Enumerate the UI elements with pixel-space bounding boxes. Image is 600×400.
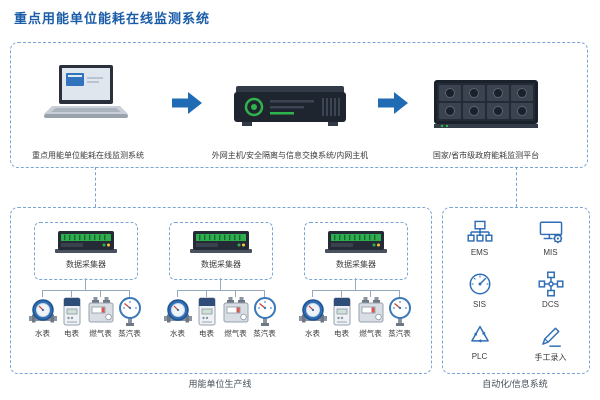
meter-label: 水表 (35, 329, 50, 338)
connector-line (42, 290, 130, 291)
manual-entry-icon (538, 323, 564, 349)
connector-line (341, 290, 342, 297)
flow-node-label-hosts: 外网主机/安全隔离与信息交换系统/内网主机 (211, 151, 369, 160)
connector-line-right (516, 167, 517, 207)
collector-box (169, 222, 273, 280)
meter-water: 水表 (28, 297, 57, 339)
steam-meter-icon (116, 297, 144, 327)
meter-label: 蒸汽表 (253, 329, 276, 338)
meter-label: 电表 (64, 329, 79, 338)
system-item-label: EMS (470, 248, 489, 257)
flow-node-label-gov-platform: 国家/省市级政府能耗监测平台 (432, 151, 540, 160)
collector-label: 数据采集器 (336, 260, 376, 269)
meter-label: 燃气表 (359, 329, 382, 338)
collector-device-illustration (324, 228, 388, 254)
connector-line (264, 290, 265, 297)
connector-line (177, 290, 178, 297)
connector-line (370, 290, 371, 297)
systems-caption: 自动化/信息系统 (482, 379, 548, 389)
gas-meter-icon (357, 297, 385, 327)
meter-steam: 蒸汽表 (385, 297, 414, 339)
system-item-plc: PLC (444, 323, 515, 373)
water-meter-icon (299, 297, 327, 327)
meter-gas: 燃气表 (221, 297, 250, 339)
collector-label: 数据采集器 (66, 260, 106, 269)
meter-water: 水表 (298, 297, 327, 339)
connector-line (42, 290, 43, 297)
system-item-label: DCS (542, 300, 559, 309)
mis-icon (538, 219, 564, 245)
server-rack-illustration (434, 80, 538, 130)
connector-line (312, 290, 313, 297)
gas-meter-icon (222, 297, 250, 327)
system-item-mis: MIS (515, 219, 586, 269)
meter-label: 燃气表 (89, 329, 112, 338)
connector-line (235, 290, 236, 297)
gateway-server-illustration (234, 84, 346, 128)
meter-electric: 电表 (57, 297, 86, 339)
meter-label: 水表 (305, 329, 320, 338)
collector-group: 数据采集器 水表 电表 燃气表 蒸汽表 (298, 222, 414, 364)
collector-group: 数据采集器 水表 电表 燃气表 蒸汽表 (163, 222, 279, 364)
system-item-label: 手工录入 (534, 353, 567, 362)
connector-line (355, 278, 356, 290)
connector-line (206, 290, 207, 297)
dcs-icon (538, 271, 564, 297)
system-item-label: SIS (473, 300, 486, 309)
page-title: 重点用能单位能耗在线监测系统 (14, 11, 211, 26)
connector-line (220, 278, 221, 290)
meter-label: 燃气表 (224, 329, 247, 338)
meter-electric: 电表 (192, 297, 221, 339)
connector-line (71, 290, 72, 297)
collector-label: 数据采集器 (201, 260, 241, 269)
meter-water: 水表 (163, 297, 192, 339)
connector-line (85, 278, 86, 290)
system-item-label: PLC (471, 352, 488, 361)
steam-meter-icon (386, 297, 414, 327)
system-item-manual-entry: 手工录入 (515, 323, 586, 373)
flow-arrow-icon (378, 92, 408, 114)
ems-icon (467, 219, 493, 245)
connector-line (312, 290, 400, 291)
connector-line (100, 290, 101, 297)
electric-meter-icon (328, 297, 356, 327)
plc-icon (467, 323, 493, 349)
collector-group: 数据采集器 水表 电表 燃气表 蒸汽表 (28, 222, 144, 364)
connector-line (399, 290, 400, 297)
flow-node-label-monitor-system: 重点用能单位能耗在线监测系统 (32, 151, 144, 160)
system-item-ems: EMS (444, 219, 515, 269)
meter-label: 水表 (170, 329, 185, 338)
connector-line (129, 290, 130, 297)
electric-meter-icon (58, 297, 86, 327)
meter-label: 蒸汽表 (118, 329, 141, 338)
meter-steam: 蒸汽表 (250, 297, 279, 339)
production-line-caption: 用能单位生产线 (188, 379, 252, 389)
water-meter-icon (29, 297, 57, 327)
system-item-label: MIS (543, 248, 558, 257)
steam-meter-icon (251, 297, 279, 327)
connector-line (177, 290, 265, 291)
meter-gas: 燃气表 (356, 297, 385, 339)
laptop-illustration (42, 64, 130, 122)
meter-electric: 电表 (327, 297, 356, 339)
meter-steam: 蒸汽表 (115, 297, 144, 339)
meter-gas: 燃气表 (86, 297, 115, 339)
electric-meter-icon (193, 297, 221, 327)
flow-arrow-icon (172, 92, 202, 114)
collector-box (34, 222, 138, 280)
gas-meter-icon (87, 297, 115, 327)
collector-box (304, 222, 408, 280)
systems-panel (442, 207, 590, 374)
meter-label: 蒸汽表 (388, 329, 411, 338)
water-meter-icon (164, 297, 192, 327)
meter-label: 电表 (199, 329, 214, 338)
system-item-dcs: DCS (515, 271, 586, 321)
sis-icon (467, 271, 493, 297)
system-item-sis: SIS (444, 271, 515, 321)
collector-device-illustration (189, 228, 253, 254)
connector-line-left (95, 167, 96, 207)
meter-label: 电表 (334, 329, 349, 338)
collector-device-illustration (54, 228, 118, 254)
